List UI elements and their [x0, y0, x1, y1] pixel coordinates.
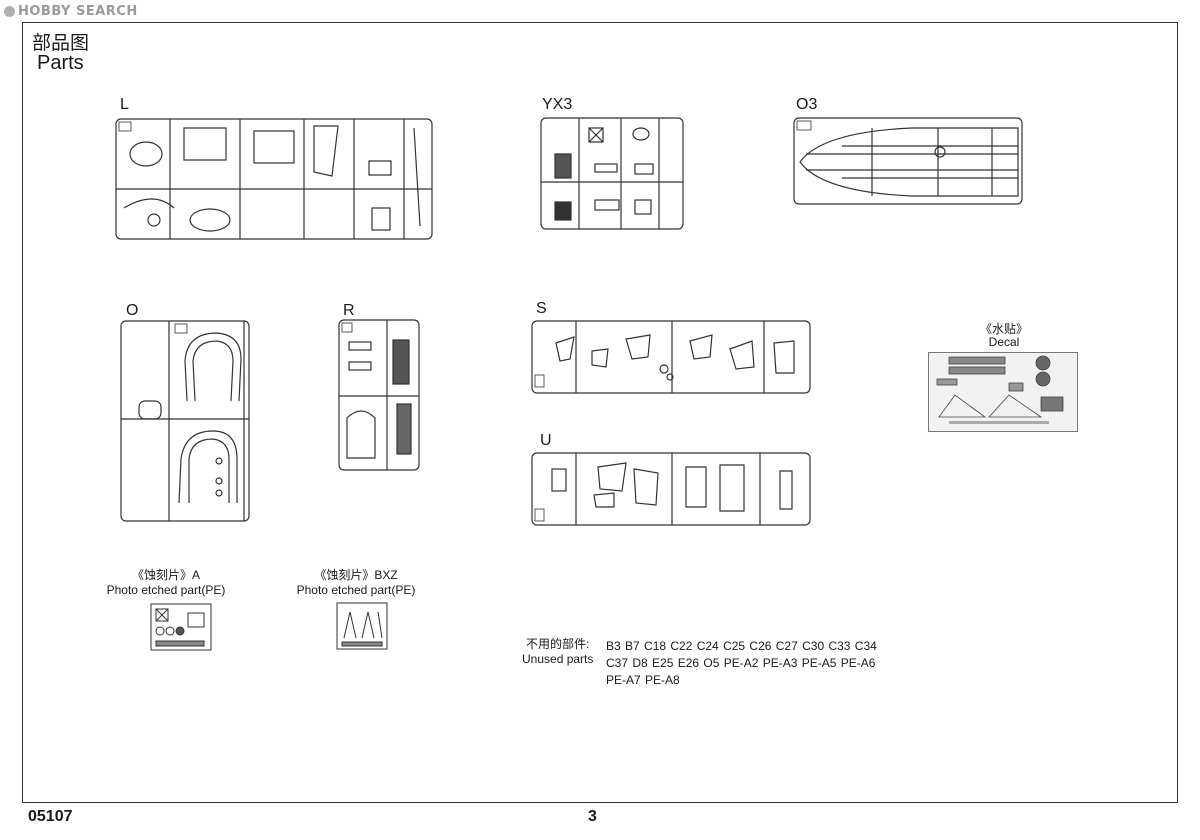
- pe-bxz-fret-drawing: [336, 602, 388, 650]
- decal-label-cn: 《水贴》: [979, 322, 1028, 336]
- sprue-r-drawing: [337, 318, 421, 472]
- pe-bxz-label-cn: 《蚀刻片》BXZ: [314, 568, 398, 582]
- page-frame: [22, 22, 1178, 803]
- sprue-u-drawing: [530, 451, 812, 527]
- sprue-label-u: U: [540, 432, 552, 449]
- sprue-label-yx3: YX3: [542, 96, 573, 113]
- decal-label-en: Decal: [988, 335, 1020, 349]
- pe-a-fret-drawing: [150, 603, 212, 651]
- decal-sheet-image: [928, 352, 1078, 432]
- unused-label-cn: 不用的部件:: [526, 637, 590, 651]
- product-code: 05107: [28, 808, 73, 825]
- sprue-s-drawing: [530, 319, 812, 395]
- sprue-label-s: S: [536, 300, 547, 317]
- sprue-yx3-drawing: [539, 116, 685, 232]
- unused-parts-list: B3 B7 C18 C22 C24 C25 C26 C27 C30 C33 C3…: [606, 639, 877, 687]
- sprue-o-drawing: [119, 319, 251, 525]
- pe-bxz-caption: 《蚀刻片》BXZ Photo etched part(PE): [286, 568, 426, 598]
- sprue-label-o3: O3: [796, 96, 818, 113]
- unused-label-en: Unused parts: [522, 652, 594, 666]
- pe-a-caption: 《蚀刻片》A Photo etched part(PE): [100, 568, 232, 598]
- watermark-text: HOBBY SEARCH: [18, 4, 138, 19]
- unused-parts-heading: 不用的部件: Unused parts: [522, 637, 593, 667]
- hobby-search-logo-icon: [4, 6, 15, 17]
- sprue-label-r: R: [343, 302, 355, 319]
- sprue-label-l: L: [120, 96, 129, 113]
- pe-a-label-cn: 《蚀刻片》A: [131, 568, 200, 582]
- sprue-label-o: O: [126, 302, 139, 319]
- page-number: 3: [588, 808, 597, 825]
- pe-bxz-label-en: Photo etched part(PE): [296, 583, 416, 597]
- sprue-l-drawing: [114, 116, 436, 242]
- sprue-o3-drawing: [792, 116, 1024, 208]
- page-title-cn: 部品图: [32, 33, 90, 54]
- page-title-en: Parts: [37, 52, 84, 74]
- pe-a-label-en: Photo etched part(PE): [106, 583, 226, 597]
- watermark: HOBBY SEARCH: [4, 4, 138, 19]
